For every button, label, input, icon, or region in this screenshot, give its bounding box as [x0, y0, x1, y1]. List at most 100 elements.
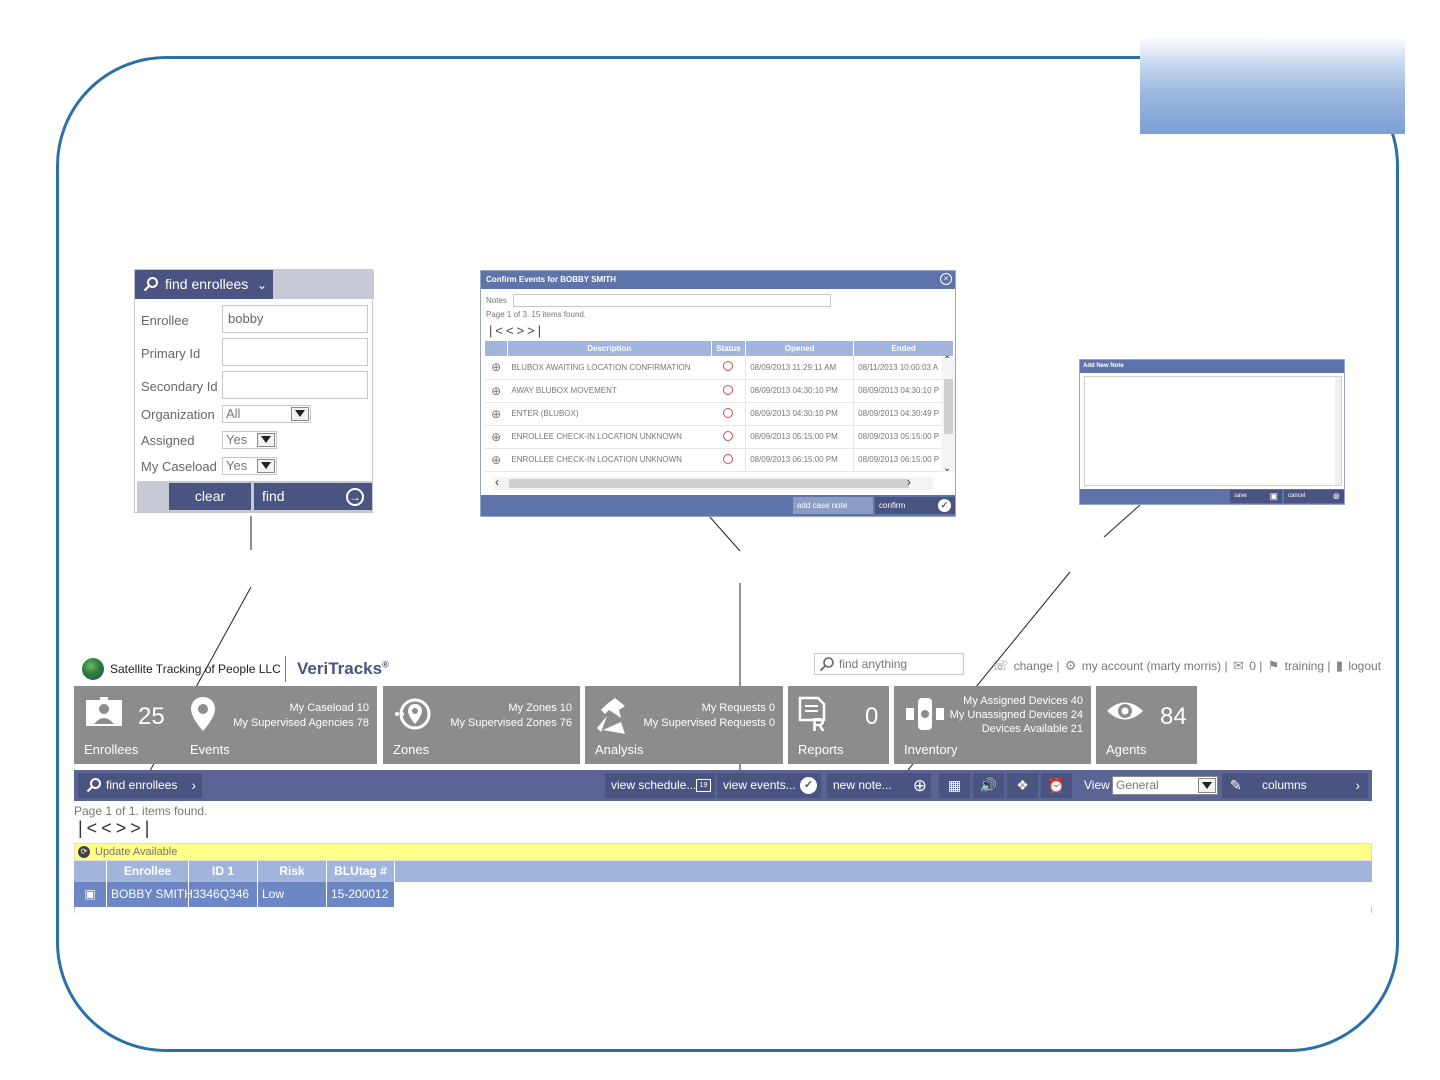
last-page-icon[interactable]: >|: [527, 323, 545, 338]
training-link[interactable]: training: [1284, 659, 1325, 673]
column-header[interactable]: Opened: [745, 341, 855, 356]
column-header[interactable]: Risk: [258, 861, 327, 882]
table-row[interactable]: ⊕ ENROLLEE CHECK-IN LOCATION UNKNOWN 08/…: [485, 448, 954, 472]
dialog-pager: |<<>>|: [489, 323, 544, 338]
column-header[interactable]: ID 1: [189, 861, 258, 882]
globe-logo-icon: [82, 658, 104, 680]
note-textarea[interactable]: [1084, 376, 1342, 486]
my-account-link[interactable]: my account (marty morris): [1081, 659, 1222, 673]
scroll-up-icon[interactable]: ⌃: [943, 355, 952, 366]
logout-link[interactable]: logout: [1348, 659, 1382, 673]
table-row[interactable]: ▣ BOBBY SMITH 3346Q346 Low 15-200012: [74, 882, 395, 907]
scroll-thumb[interactable]: [509, 479, 909, 488]
columns-button[interactable]: ✎ columns ›: [1222, 773, 1368, 798]
confirm-button[interactable]: confirm ✓: [875, 497, 955, 514]
assigned-label: Assigned: [141, 433, 195, 448]
scroll-thumb[interactable]: [944, 379, 953, 434]
organization-value: All: [226, 406, 241, 421]
expand-icon[interactable]: ⊕: [485, 425, 508, 449]
next-page-icon[interactable]: >: [115, 818, 131, 838]
table-row[interactable]: ⊕ ENROLLEE CHECK-IN LOCATION UNKNOWN 08/…: [485, 425, 954, 449]
tile-label: Agents: [1106, 742, 1147, 757]
scroll-right-icon[interactable]: ›: [907, 475, 911, 489]
secondary-id-input[interactable]: [222, 371, 368, 399]
change-link[interactable]: change: [1013, 659, 1053, 673]
column-header[interactable]: Ended: [853, 341, 954, 356]
alarm-button[interactable]: ⏰: [1041, 773, 1072, 798]
view-events-button[interactable]: view events... ✓: [717, 773, 821, 798]
last-page-icon[interactable]: >|: [130, 818, 154, 838]
tile-label: Enrollees: [84, 742, 139, 757]
organization-select[interactable]: All: [222, 405, 311, 423]
column-header[interactable]: Enrollee: [107, 861, 189, 882]
tile-events[interactable]: Events: [180, 686, 380, 764]
add-case-note-button[interactable]: add case note: [793, 497, 873, 514]
enrollee-card-icon: ▣: [74, 882, 107, 907]
scroll-left-icon[interactable]: ‹: [495, 475, 499, 489]
close-icon[interactable]: ×: [940, 273, 952, 285]
locate-device-button[interactable]: ❖: [1007, 773, 1038, 798]
company-name: Satellite Tracking of People LLC: [110, 662, 281, 676]
save-button[interactable]: save ▣: [1230, 490, 1282, 503]
status-circle-icon: [723, 453, 734, 464]
find-button[interactable]: find →: [254, 483, 372, 510]
devices-available: Devices Available 21: [981, 723, 1083, 735]
search-placeholder: find anything: [839, 657, 908, 671]
update-available-bar[interactable]: ⟳ Update Available: [74, 843, 1372, 861]
column-header[interactable]: BLUtag #: [327, 861, 395, 882]
expand-column-header: [485, 341, 508, 356]
clear-button[interactable]: clear: [169, 483, 251, 510]
notes-input[interactable]: [513, 294, 831, 307]
tile-reports[interactable]: R 0 Reports: [788, 686, 889, 764]
enrollee-input[interactable]: bobby: [222, 305, 368, 333]
expand-icon[interactable]: ⊕: [485, 356, 508, 380]
close-icon: ⊗: [1332, 491, 1340, 501]
new-note-button[interactable]: new note... ⊕: [827, 773, 931, 798]
cancel-button[interactable]: cancel ⊗: [1284, 490, 1344, 503]
column-header[interactable]: Description: [507, 341, 712, 356]
view-select[interactable]: General: [1112, 776, 1218, 795]
view-schedule-button[interactable]: view schedule... 19: [605, 773, 715, 798]
tile-agents[interactable]: 84 Agents: [1096, 686, 1197, 764]
first-page-icon[interactable]: |<: [489, 323, 506, 338]
horizontal-scrollbar[interactable]: ‹ ›: [493, 475, 933, 490]
prev-page-icon[interactable]: <: [505, 323, 517, 338]
find-enrollees-button[interactable]: find enrollees ›: [78, 773, 202, 798]
find-enrollees-dropdown[interactable]: find enrollees ⌄: [135, 270, 273, 299]
first-page-icon[interactable]: |<: [78, 818, 102, 838]
event-description: ENROLLEE CHECK-IN LOCATION UNKNOWN: [507, 425, 712, 449]
vertical-scrollbar[interactable]: ⌃ ⌄: [942, 355, 955, 474]
tile-label: Inventory: [904, 742, 958, 757]
events-table: Description Status Opened Ended ⊕ BLUBOX…: [485, 341, 954, 472]
view-label: View: [1084, 778, 1110, 792]
expand-icon[interactable]: ⊕: [485, 448, 508, 472]
dialog-title: Confirm Events for BOBBY SMITH: [481, 271, 955, 289]
scroll-down-icon[interactable]: ⌄: [943, 463, 952, 474]
find-anything-input[interactable]: find anything: [814, 653, 964, 675]
prev-page-icon[interactable]: <: [101, 818, 116, 838]
next-page-icon[interactable]: >: [516, 323, 528, 338]
caseload-select[interactable]: Yes: [222, 457, 277, 475]
new-note-label: new note...: [833, 778, 892, 792]
messages-count[interactable]: 0: [1249, 659, 1256, 673]
sound-button[interactable]: 🔊: [973, 773, 1004, 798]
column-header[interactable]: Status: [711, 341, 747, 356]
table-row[interactable]: ⊕ ENTER (BLUBOX) 08/09/2013 04:30:10 PM …: [485, 402, 954, 426]
device-action-button[interactable]: ▦: [939, 773, 970, 798]
assigned-select[interactable]: Yes: [222, 431, 277, 449]
expand-icon[interactable]: ⊕: [485, 379, 508, 403]
table-row[interactable]: ⊕ BLUBOX AWAITING LOCATION CONFIRMATION …: [485, 356, 954, 380]
table-row[interactable]: ⊕ AWAY BLUBOX MOVEMENT 08/09/2013 04:30:…: [485, 379, 954, 403]
textarea-scrollbar[interactable]: [1335, 377, 1341, 485]
dialog-page-info: Page 1 of 3. 15 items found.: [486, 310, 587, 319]
primary-id-input[interactable]: [222, 338, 368, 366]
chevron-down-icon: [257, 459, 275, 473]
enrollees-count: 25: [138, 703, 165, 730]
expand-icon[interactable]: ⊕: [485, 402, 508, 426]
agents-count: 84: [1160, 703, 1187, 730]
device-icon: ▦: [947, 777, 962, 793]
